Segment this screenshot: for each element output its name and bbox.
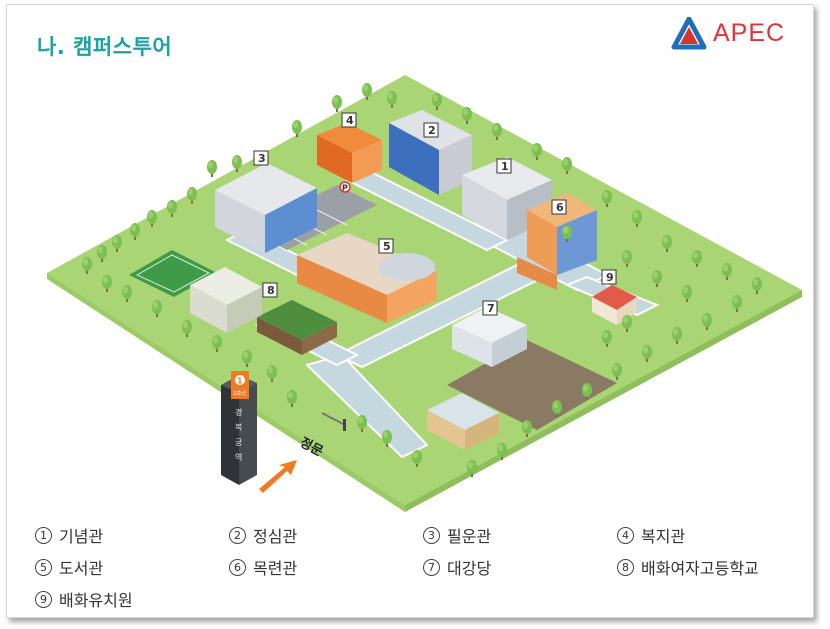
legend-number: 5 — [35, 558, 52, 576]
marker-8-label: 8 — [267, 284, 275, 297]
building-3 — [215, 163, 317, 253]
campus-map: P — [47, 75, 802, 512]
direction-arrow-icon — [259, 460, 297, 493]
legend-number: 4 — [617, 526, 634, 544]
auditorium-dome — [427, 393, 499, 450]
station-name-char: 경 — [235, 407, 242, 417]
station-sign: 1 3호선 경 복 궁 역 — [221, 371, 257, 485]
marker-4-label: 4 — [346, 114, 354, 127]
marker-3: 3 — [253, 150, 269, 166]
marker-1-label: 1 — [501, 160, 509, 173]
legend-item: 1 기념관 — [35, 523, 103, 547]
marker-2-label: 2 — [428, 124, 436, 137]
building-8-school — [257, 300, 337, 355]
legend-label: 기념관 — [59, 527, 104, 546]
station-line-text: 3호선 — [233, 389, 247, 397]
legend-item: 9 배화유치원 — [35, 587, 133, 611]
station-line-icon — [235, 375, 245, 385]
building-7 — [452, 307, 527, 367]
station-name-char: 궁 — [235, 438, 242, 447]
marker-5: 5 — [378, 238, 394, 254]
legend-label: 대강당 — [447, 559, 492, 578]
page-title: 나. 캠퍼스투어 — [37, 35, 173, 59]
building-4 — [317, 123, 382, 183]
marker-9: 9 — [601, 269, 617, 285]
legend-label: 복지관 — [641, 527, 686, 546]
marker-1: 1 — [496, 158, 512, 174]
marker-2: 2 — [423, 122, 439, 138]
legend-item: 2 정심관 — [229, 523, 297, 547]
campus-tour-page: 나. 캠퍼스투어 APEC — [6, 4, 814, 618]
marker-3-label: 3 — [258, 152, 266, 165]
legend-item: 4 복지관 — [617, 523, 685, 547]
legend-number: 8 — [617, 558, 634, 576]
marker-6: 6 — [551, 199, 567, 215]
building-legend: 1 기념관 2 정심관 3 필운관 4 복지관 5 도서관 6 목련관 7 대강… — [35, 523, 795, 613]
station-line-number: 1 — [237, 377, 243, 386]
legend-label: 정심관 — [253, 527, 298, 546]
legend-item: 7 대강당 — [423, 555, 491, 579]
parking-icon — [339, 181, 351, 193]
marker-5-label: 5 — [383, 240, 391, 253]
legend-label: 배화유치원 — [59, 591, 133, 610]
legend-number: 2 — [229, 526, 246, 544]
marker-7: 7 — [482, 300, 498, 316]
legend-label: 목련관 — [253, 559, 298, 578]
marker-7-label: 7 — [487, 302, 495, 315]
parking-symbol: P — [342, 184, 348, 193]
legend-number: 3 — [423, 526, 440, 544]
building-markers: 1 2 3 4 5 6 7 8 9 — [253, 112, 617, 316]
legend-item: 3 필운관 — [423, 523, 491, 547]
marker-4: 4 — [341, 112, 357, 128]
station-name-char: 역 — [235, 452, 242, 462]
apec-logo: APEC — [671, 16, 811, 51]
legend-label: 배화여자고등학교 — [641, 559, 759, 578]
apec-logo-icon — [671, 16, 707, 50]
station-name-char: 복 — [235, 423, 242, 432]
legend-number: 1 — [35, 526, 52, 544]
legend-item: 5 도서관 — [35, 555, 103, 579]
legend-label: 필운관 — [447, 527, 492, 546]
marker-6-label: 6 — [556, 201, 564, 214]
legend-number: 6 — [229, 558, 246, 576]
building-5 — [297, 233, 437, 323]
legend-number: 9 — [35, 590, 52, 608]
legend-item: 8 배화여자고등학교 — [617, 555, 759, 579]
legend-item: 6 목련관 — [229, 555, 297, 579]
building-9 — [592, 285, 637, 325]
building-8-tower — [190, 267, 262, 333]
legend-label: 도서관 — [59, 559, 104, 578]
legend-number: 7 — [423, 558, 440, 576]
marker-9-label: 9 — [606, 271, 614, 284]
marker-8: 8 — [262, 282, 278, 298]
logo-text: APEC — [713, 19, 786, 47]
